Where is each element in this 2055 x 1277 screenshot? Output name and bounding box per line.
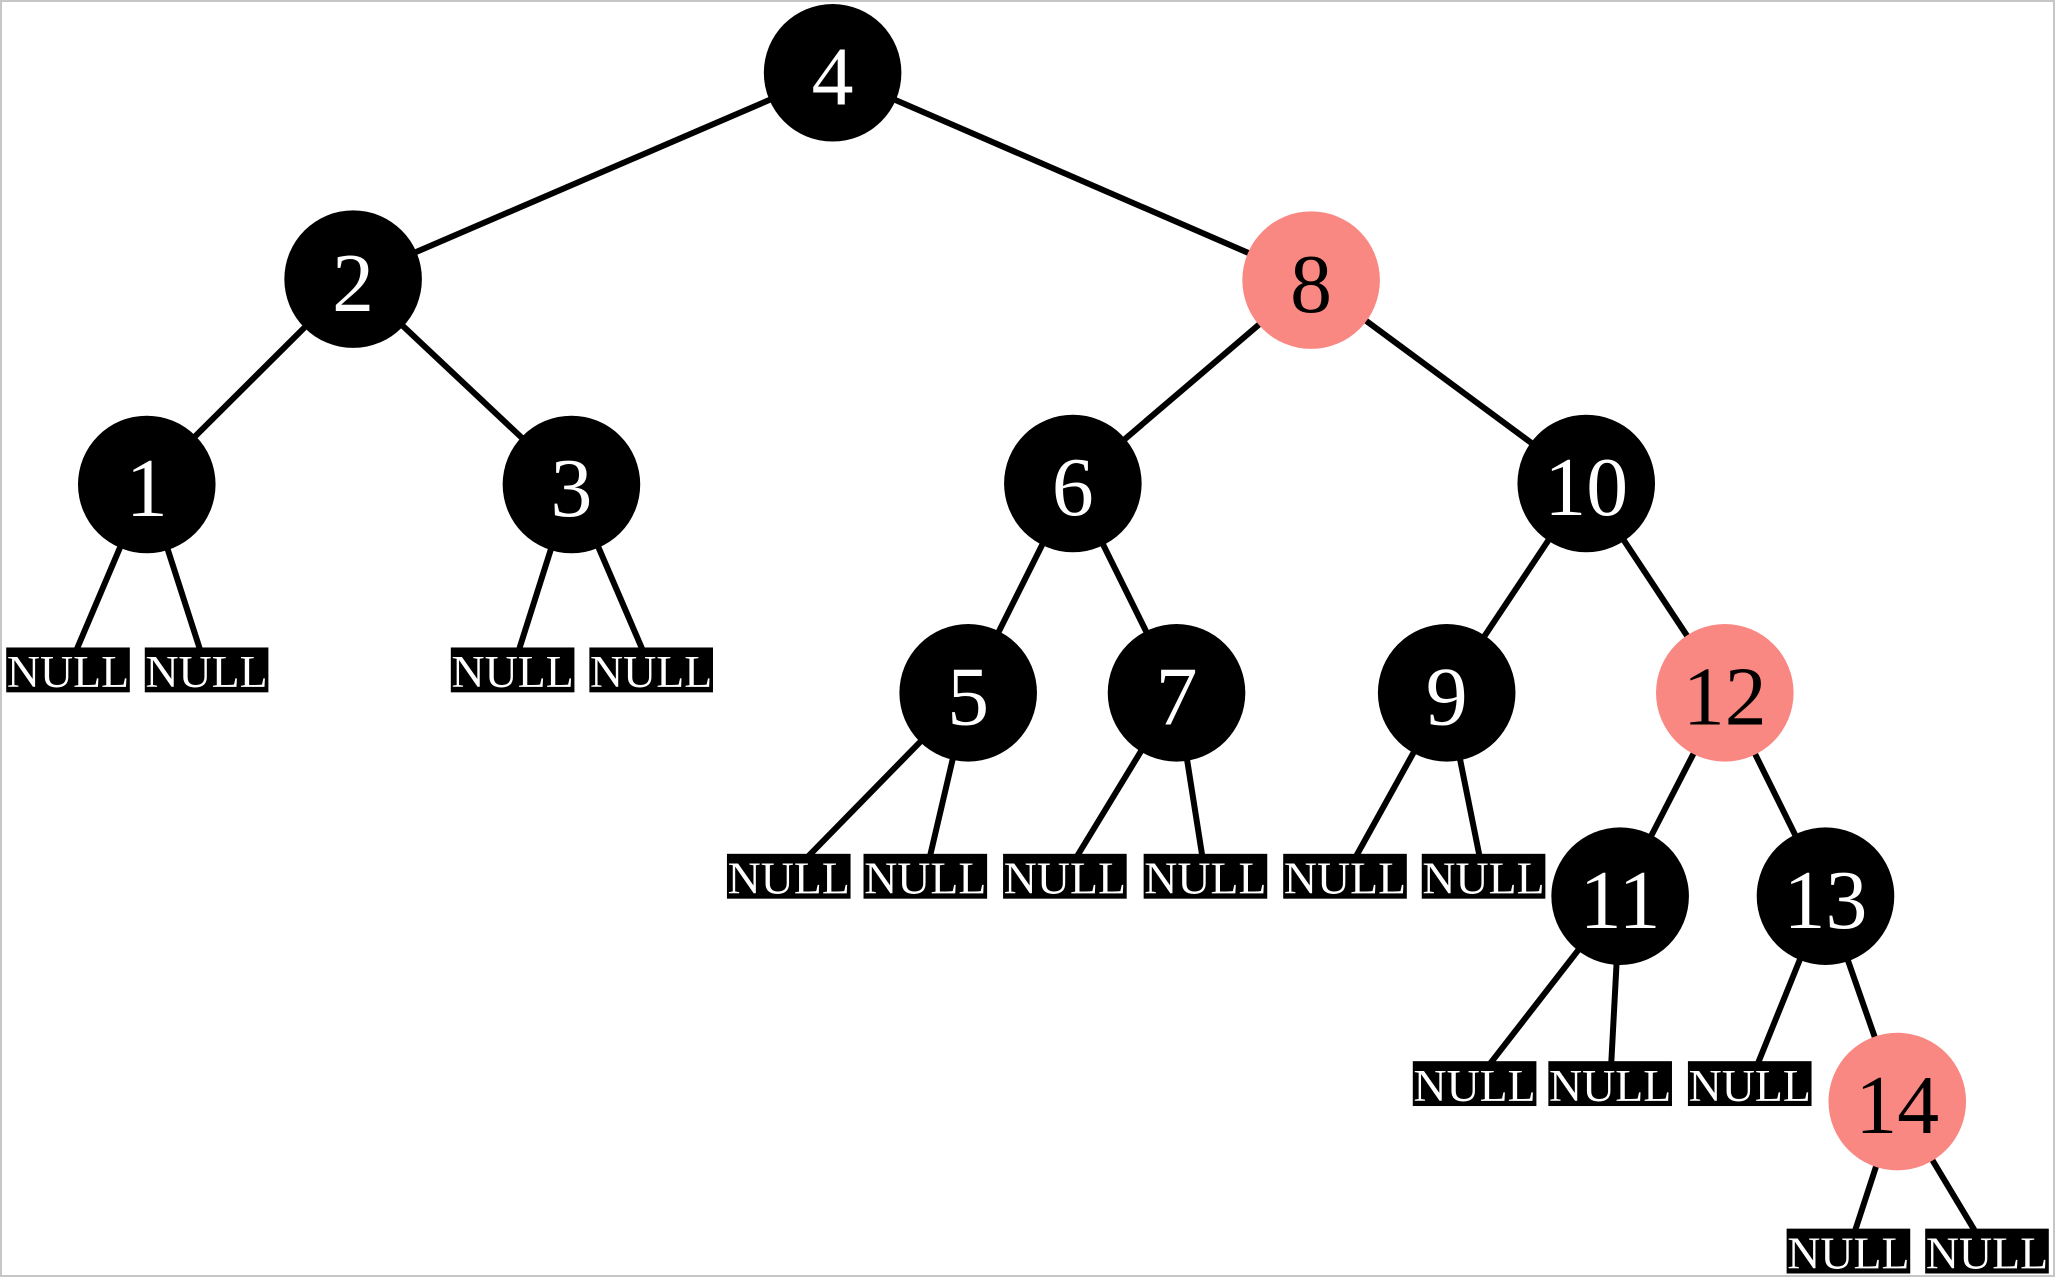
null-leaf-box bbox=[450, 647, 575, 693]
null-leaf: NULL bbox=[1687, 1060, 1812, 1111]
tree-edge-4-2 bbox=[351, 70, 834, 282]
null-leaf-label: NULL bbox=[1284, 853, 1406, 904]
null-leaf: NULL bbox=[450, 646, 575, 697]
node-circle-black bbox=[77, 415, 216, 554]
null-leaf-layer: NULL NULL NULL NULL NULL NULL NULL NULL NULL NULL… bbox=[6, 646, 2049, 1275]
tree-node-10: 10 bbox=[1517, 414, 1656, 553]
tree-node-13: 13 bbox=[1756, 827, 1895, 965]
tree-node-1: 1 bbox=[77, 415, 216, 554]
tree-node-2: 2 bbox=[284, 210, 422, 348]
null-leaf-label: NULL bbox=[1549, 1060, 1671, 1111]
null-leaf-box bbox=[1283, 853, 1407, 899]
null-leaf: NULL bbox=[726, 853, 851, 904]
null-leaf: NULL bbox=[1786, 1227, 1911, 1275]
null-leaf-label: NULL bbox=[590, 646, 712, 697]
node-circle-red bbox=[1656, 624, 1794, 762]
null-leaf-label: NULL bbox=[864, 853, 986, 904]
null-leaf-box bbox=[1548, 1061, 1672, 1107]
tree-node-8: 8 bbox=[1242, 211, 1380, 349]
node-circle-black bbox=[763, 3, 902, 142]
node-value-label: 8 bbox=[1290, 238, 1332, 331]
null-leaf-box bbox=[863, 853, 988, 899]
tree-node-3: 3 bbox=[502, 415, 641, 554]
node-value-label: 4 bbox=[812, 30, 854, 123]
null-leaf: NULL bbox=[1283, 853, 1407, 904]
node-value-label: 6 bbox=[1052, 441, 1094, 534]
node-circle-black bbox=[1551, 827, 1689, 965]
null-leaf-label: NULL bbox=[1004, 853, 1126, 904]
tree-node-9: 9 bbox=[1377, 624, 1516, 762]
node-circle-black bbox=[1756, 827, 1895, 965]
null-leaf-box bbox=[726, 853, 851, 899]
null-leaf: NULL bbox=[863, 853, 988, 904]
node-circle-black bbox=[899, 624, 1037, 762]
node-circle-black bbox=[1377, 624, 1516, 762]
null-leaf-label: NULL bbox=[7, 646, 129, 697]
null-leaf: NULL bbox=[1548, 1060, 1672, 1111]
tree-node-14: 14 bbox=[1828, 1032, 1967, 1171]
null-leaf-label: NULL bbox=[1144, 853, 1266, 904]
node-value-label: 12 bbox=[1683, 651, 1767, 744]
node-value-label: 1 bbox=[126, 442, 168, 535]
null-leaf-label: NULL bbox=[1926, 1227, 2048, 1275]
node-value-label: 7 bbox=[1156, 651, 1198, 744]
null-leaf: NULL bbox=[6, 646, 130, 697]
tree-node-4: 4 bbox=[763, 3, 902, 142]
tree-node-12: 12 bbox=[1656, 624, 1794, 762]
null-leaf-box bbox=[1143, 853, 1268, 899]
null-leaf-box bbox=[1925, 1228, 2049, 1274]
tree-node-11: 11 bbox=[1551, 827, 1689, 965]
null-leaf-label: NULL bbox=[1787, 1227, 1909, 1275]
null-leaf-box bbox=[144, 647, 269, 693]
tree-node-7: 7 bbox=[1107, 624, 1246, 762]
null-leaf-box bbox=[1786, 1228, 1911, 1274]
null-leaf: NULL bbox=[1421, 853, 1546, 904]
null-leaf-label: NULL bbox=[728, 853, 850, 904]
node-value-label: 2 bbox=[332, 237, 374, 330]
node-circle-black bbox=[1107, 624, 1246, 762]
node-value-label: 14 bbox=[1855, 1059, 1939, 1152]
node-value-label: 10 bbox=[1544, 441, 1628, 534]
null-leaf-box bbox=[1421, 853, 1546, 899]
null-leaf-box bbox=[1412, 1061, 1537, 1107]
null-leaf: NULL bbox=[589, 646, 713, 697]
node-circle-red bbox=[1242, 211, 1380, 349]
null-leaf: NULL bbox=[1412, 1060, 1537, 1111]
null-leaf: NULL bbox=[1925, 1227, 2049, 1275]
node-value-label: 5 bbox=[947, 651, 989, 744]
null-leaf-box bbox=[1003, 853, 1127, 899]
null-leaf: NULL bbox=[1143, 853, 1268, 904]
node-circle-black bbox=[1004, 414, 1142, 553]
null-leaf-label: NULL bbox=[1689, 1060, 1811, 1111]
node-circle-red bbox=[1828, 1032, 1967, 1171]
node-value-label: 13 bbox=[1784, 854, 1868, 947]
tree-node-6: 6 bbox=[1004, 414, 1142, 553]
null-leaf-label: NULL bbox=[452, 646, 574, 697]
null-leaf: NULL bbox=[144, 646, 269, 697]
null-leaf-box bbox=[1687, 1061, 1812, 1107]
tree-node-5: 5 bbox=[899, 624, 1037, 762]
null-leaf-label: NULL bbox=[145, 646, 267, 697]
node-value-label: 9 bbox=[1426, 651, 1468, 744]
node-value-label: 11 bbox=[1580, 854, 1661, 947]
node-value-label: 3 bbox=[551, 442, 593, 535]
node-circle-black bbox=[284, 210, 422, 348]
tree-edge-4-8 bbox=[831, 70, 1313, 283]
node-circle-black bbox=[502, 415, 641, 554]
null-leaf-box bbox=[589, 647, 713, 693]
null-leaf-label: NULL bbox=[1413, 1060, 1535, 1111]
node-circle-black bbox=[1517, 414, 1656, 553]
null-leaf-box bbox=[6, 647, 130, 693]
null-leaf-label: NULL bbox=[1422, 853, 1544, 904]
null-leaf: NULL bbox=[1003, 853, 1127, 904]
